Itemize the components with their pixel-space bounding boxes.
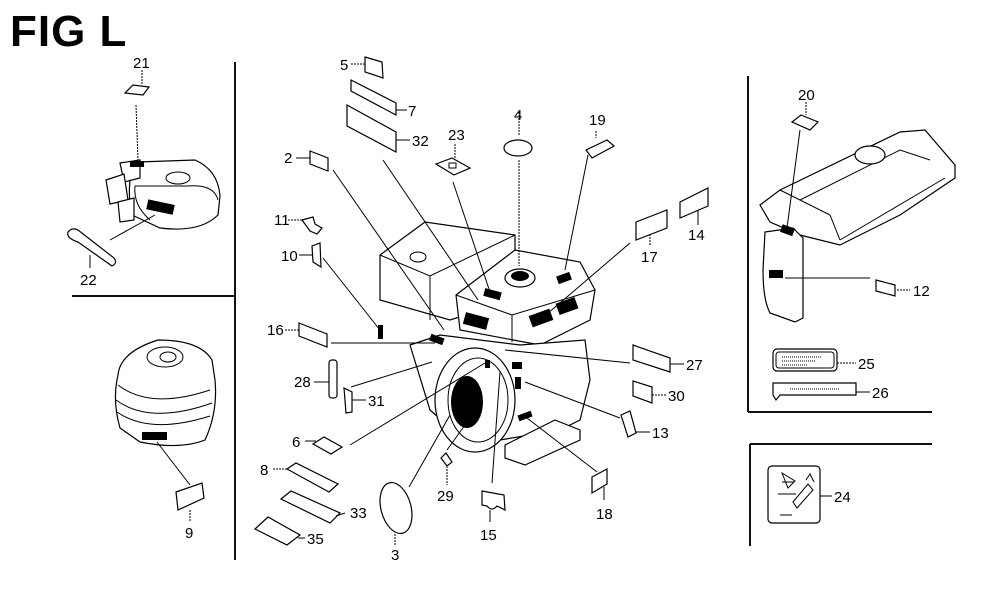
air-cleaner-drawing — [114, 339, 217, 447]
callout-3: 3 — [391, 547, 399, 564]
callout-8: 8 — [260, 462, 268, 479]
callout-6: 6 — [292, 434, 300, 451]
part-8-shape[interactable] — [285, 462, 340, 493]
panel-fuel-tank-large: 20 12 25 26 — [759, 87, 956, 402]
callout-22: 22 — [80, 272, 97, 289]
callout-26: 26 — [872, 385, 889, 402]
part-29-shape[interactable] — [440, 452, 453, 467]
part-17-shape[interactable] — [635, 209, 668, 241]
callout-10: 10 — [281, 248, 298, 265]
panel-air-cleaner: 9 — [114, 339, 217, 542]
callout-18: 18 — [596, 506, 613, 523]
part-6-shape[interactable] — [311, 436, 344, 455]
callout-11: 11 — [274, 212, 290, 229]
callout-21: 21 — [133, 55, 150, 72]
part-30-shape[interactable] — [632, 380, 653, 404]
part-18-shape[interactable] — [591, 468, 608, 495]
callout-9: 9 — [185, 525, 193, 542]
panel-engine-main: 5 7 32 2 23 4 19 17 14 11 — [253, 56, 709, 564]
part-11-shape[interactable] — [301, 216, 323, 235]
callout-7: 7 — [408, 103, 416, 120]
engine-drawing — [378, 221, 596, 466]
part-12-shape[interactable] — [875, 279, 896, 297]
callout-23: 23 — [448, 127, 465, 144]
callout-16: 16 — [267, 322, 284, 339]
part-26-shape[interactable] — [772, 382, 857, 402]
figure-title: FIG L — [10, 7, 128, 56]
callout-30: 30 — [668, 388, 685, 405]
callout-32: 32 — [412, 133, 429, 150]
part-14-shape[interactable] — [679, 187, 709, 219]
part-23-shape[interactable] — [434, 157, 472, 176]
callout-28: 28 — [294, 374, 311, 391]
panel-warning-label: 24 — [767, 465, 851, 524]
callout-2: 2 — [284, 150, 292, 167]
panel-fuel-tank-small: 21 22 — [67, 55, 221, 289]
part-9-shape[interactable] — [175, 482, 205, 511]
part-3-shape[interactable] — [375, 479, 417, 537]
callout-14: 14 — [688, 227, 705, 244]
part-31-shape[interactable] — [343, 386, 353, 414]
leader-lines — [322, 112, 631, 488]
part-5-shape[interactable] — [364, 56, 384, 79]
callout-17: 17 — [641, 249, 658, 266]
callout-25: 25 — [858, 356, 875, 373]
part-4-shape[interactable] — [503, 139, 533, 157]
callout-15: 15 — [480, 527, 497, 544]
warning-pictogram-icon — [778, 471, 815, 516]
callout-35: 35 — [307, 531, 324, 548]
part-20-shape[interactable] — [790, 114, 820, 131]
callout-31: 31 — [368, 393, 385, 410]
callout-33: 33 — [350, 505, 367, 522]
part-10-shape[interactable] — [311, 242, 322, 269]
callout-29: 29 — [437, 488, 454, 505]
callout-12: 12 — [913, 283, 930, 300]
callout-24: 24 — [834, 489, 851, 506]
fuel-tank-large-drawing — [759, 129, 956, 323]
part-16-shape[interactable] — [298, 322, 328, 348]
part-32-shape[interactable] — [346, 103, 397, 153]
part-33-shape[interactable] — [279, 490, 342, 524]
part-19-shape[interactable] — [585, 139, 616, 159]
callout-20: 20 — [798, 87, 815, 104]
part-2-shape[interactable] — [309, 150, 329, 172]
part-7-shape[interactable] — [350, 79, 397, 116]
part-35-shape[interactable] — [253, 516, 302, 546]
panel-dividers — [72, 62, 932, 560]
fuel-tank-small-drawing — [105, 159, 221, 230]
callout-19: 19 — [589, 112, 606, 129]
part-27-shape[interactable] — [632, 344, 671, 373]
part-15-shape[interactable] — [481, 490, 506, 512]
part-21-shape[interactable] — [123, 84, 151, 96]
part-28-shape[interactable] — [328, 359, 338, 399]
callout-13: 13 — [652, 425, 669, 442]
part-22-shape[interactable] — [67, 228, 117, 267]
part-13-shape[interactable] — [620, 410, 637, 438]
callout-5: 5 — [340, 57, 348, 74]
callout-27: 27 — [686, 357, 703, 374]
callout-4: 4 — [514, 107, 522, 124]
